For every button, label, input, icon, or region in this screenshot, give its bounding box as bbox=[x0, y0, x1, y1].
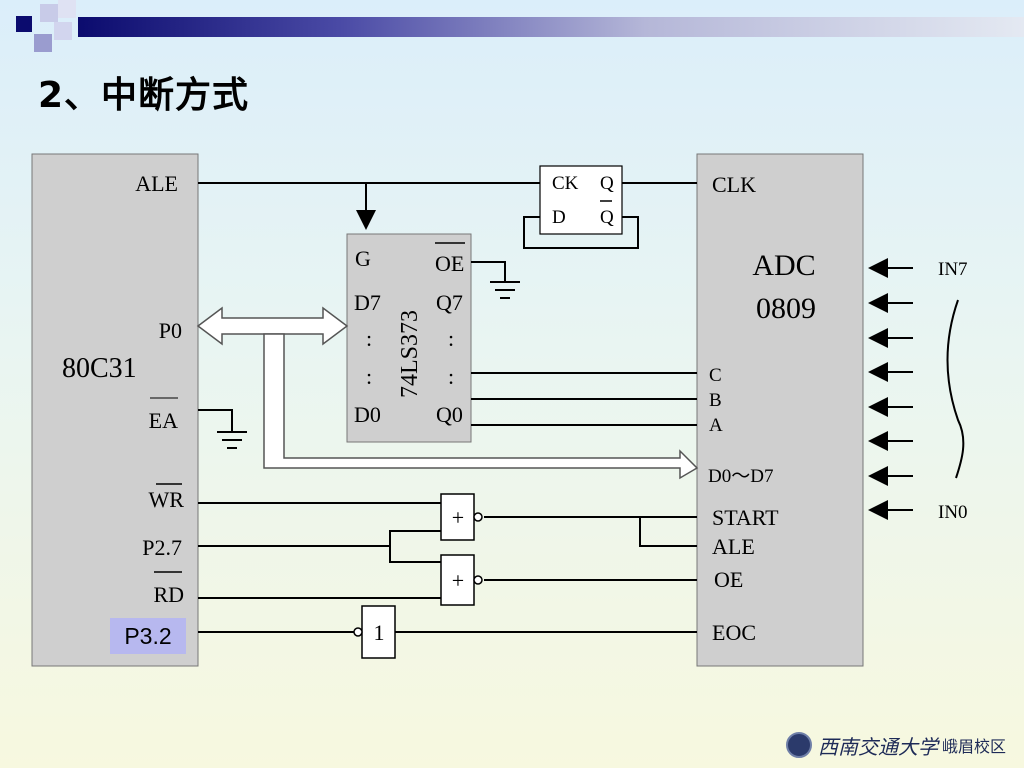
or-gate-2-label: + bbox=[452, 568, 464, 593]
mcu-80c31-block bbox=[31, 153, 199, 667]
adc-0809-block bbox=[696, 153, 864, 667]
adc-pin-eoc: EOC bbox=[712, 620, 756, 645]
or-gate-2 bbox=[440, 554, 475, 606]
not-gate bbox=[361, 605, 396, 659]
flipflop-ck: CK bbox=[552, 173, 579, 194]
latch-pin-q0: Q0 bbox=[436, 402, 463, 427]
adc-pin-c: C bbox=[709, 365, 722, 386]
corner-square-light bbox=[40, 4, 58, 22]
corner-square-light bbox=[54, 22, 72, 40]
input-label-in7: IN7 bbox=[938, 259, 968, 280]
latch-pin-d0: D0 bbox=[354, 402, 381, 427]
corner-square-dark bbox=[16, 16, 32, 32]
university-emblem-icon bbox=[786, 732, 812, 758]
latch-pin-oe: OE bbox=[435, 251, 464, 276]
adc-name-line2: 0809 bbox=[756, 292, 816, 325]
latch-pin-g: G bbox=[355, 246, 371, 271]
mcu-pin-rd: RD bbox=[153, 582, 184, 607]
slide-title: 2、中断方式 bbox=[38, 75, 250, 116]
ale-wire bbox=[198, 182, 697, 230]
university-name: 西南交通大学 bbox=[818, 734, 938, 759]
input-range-brace bbox=[946, 299, 965, 479]
bus-p0-adc bbox=[263, 333, 699, 480]
adc-pin-b: B bbox=[709, 390, 722, 411]
mcu-pin-wr: WR bbox=[149, 487, 185, 512]
mcu-pin-p27: P2.7 bbox=[142, 535, 182, 560]
latch-pin-dots-right: : bbox=[448, 364, 454, 389]
input-label-in0: IN0 bbox=[938, 502, 968, 523]
flipflop-qbar: Q bbox=[600, 207, 614, 228]
ea-ground bbox=[198, 409, 247, 449]
flipflop-q: Q bbox=[600, 173, 614, 194]
adc-pin-clk: CLK bbox=[712, 172, 756, 197]
mcu-pin-p0: P0 bbox=[159, 318, 182, 343]
university-logo: 西南交通大学 峨眉校区 bbox=[786, 728, 1006, 762]
mcu-name: 80C31 bbox=[62, 353, 137, 384]
mcu-pin-ale: ALE bbox=[135, 171, 178, 196]
not-gate-label: 1 bbox=[374, 620, 385, 645]
latch-74ls373-block bbox=[346, 233, 472, 443]
flipflop-block bbox=[539, 165, 623, 235]
campus-name: 峨眉校区 bbox=[942, 737, 1007, 756]
mcu-pin-p32: P3.2 bbox=[110, 618, 186, 654]
flipflop-d: D bbox=[552, 207, 566, 228]
analog-input-arrows bbox=[868, 258, 913, 520]
latch-pin-q7: Q7 bbox=[436, 290, 463, 315]
adc-pin-ale: ALE bbox=[712, 534, 755, 559]
adc-pin-d0d7: D0～D7 bbox=[708, 466, 773, 487]
or-gate-1-label: + bbox=[452, 505, 464, 530]
latch-pin-dots-right: : bbox=[448, 326, 454, 351]
latch-pin-dots-left: : bbox=[366, 326, 372, 351]
corner-square-light bbox=[58, 0, 76, 18]
latch-name: 74LS373 bbox=[397, 310, 423, 398]
flipflop-feedback-wire bbox=[523, 216, 639, 249]
address-wires bbox=[471, 372, 697, 426]
adc-pin-a: A bbox=[709, 415, 723, 436]
header-bar bbox=[78, 17, 1024, 37]
mcu-pin-ea: EA bbox=[149, 408, 178, 433]
control-wires bbox=[198, 502, 697, 633]
corner-square-mid bbox=[34, 34, 52, 52]
adc-pin-start: START bbox=[712, 505, 779, 530]
adc-name-line1: ADC bbox=[752, 249, 815, 282]
latch-pin-d7: D7 bbox=[354, 290, 381, 315]
adc-pin-oe: OE bbox=[714, 567, 743, 592]
bus-p0-latch bbox=[196, 306, 349, 346]
latch-pin-dots-left: : bbox=[366, 364, 372, 389]
latch-oe-ground bbox=[471, 261, 520, 299]
